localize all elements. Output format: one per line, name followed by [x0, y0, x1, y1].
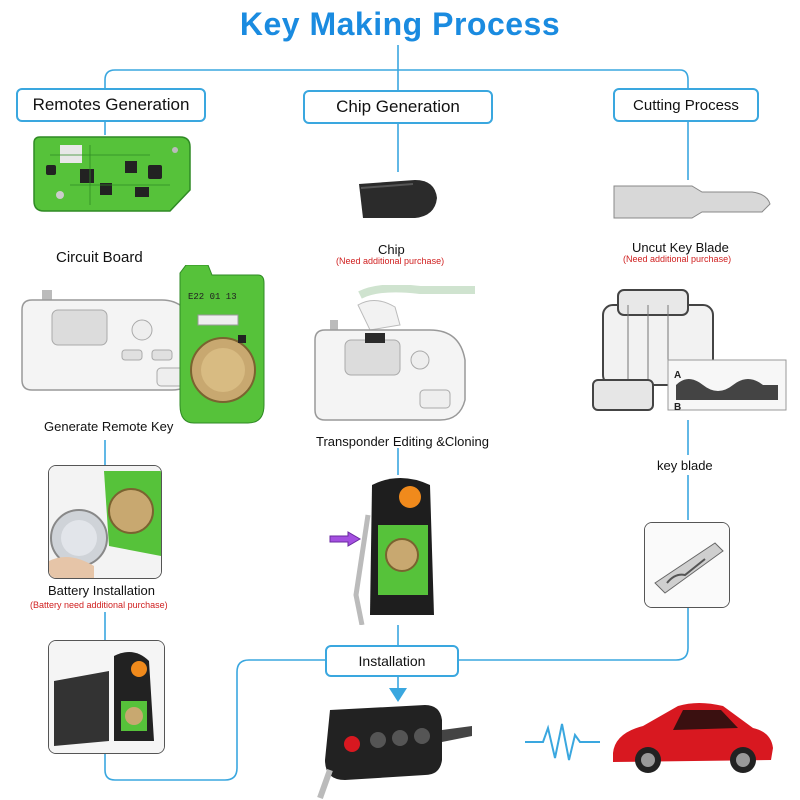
- battery-installation-image: [49, 466, 161, 578]
- chip-generation-header: Chip Generation: [303, 90, 493, 124]
- remote-pcb-battery-image: E22 01 13: [179, 265, 265, 424]
- generate-remote-key-label: Generate Remote Key: [44, 419, 174, 434]
- chip-note: (Need additional purchase): [336, 256, 445, 266]
- cut-blade-frame: [644, 522, 730, 608]
- battery-note: (Battery need additional purchase): [30, 600, 168, 610]
- transponder-device-image: [314, 285, 475, 421]
- cut-blade-image: [645, 523, 729, 607]
- circuit-board-image: [33, 136, 191, 212]
- battery-installation-frame: [48, 465, 162, 579]
- page-title: Key Making Process: [239, 6, 561, 42]
- red-car-image: [613, 703, 773, 773]
- finished-flip-key-image: [317, 705, 472, 800]
- blade-mark-a: A: [674, 370, 681, 381]
- transponder-label: Transponder Editing &Cloning: [316, 434, 489, 449]
- uncut-key-blade-image: [613, 185, 771, 219]
- pointing-hand-icon: [329, 531, 361, 547]
- remotes-generation-header: Remotes Generation: [16, 88, 206, 122]
- chip-label: Chip: [378, 242, 405, 257]
- blade-mark-b: B: [674, 402, 681, 413]
- uncut-blade-label: Uncut Key Blade: [632, 240, 729, 255]
- flip-key-pcb-image: [353, 478, 434, 625]
- chip-image: [359, 180, 437, 218]
- remote-shell-image: [49, 641, 164, 753]
- key-cutting-machine-image: A B: [592, 289, 787, 413]
- board-text: E22 01 13: [188, 292, 237, 302]
- key-blade-label: key blade: [657, 458, 713, 473]
- battery-installation-label: Battery Installation: [48, 583, 155, 598]
- cutting-process-header: Cutting Process: [613, 88, 759, 122]
- installation-box: Installation: [325, 645, 459, 677]
- remote-shell-frame: [48, 640, 165, 754]
- uncut-blade-note: (Need additional purchase): [623, 254, 732, 264]
- circuit-board-label: Circuit Board: [56, 249, 143, 266]
